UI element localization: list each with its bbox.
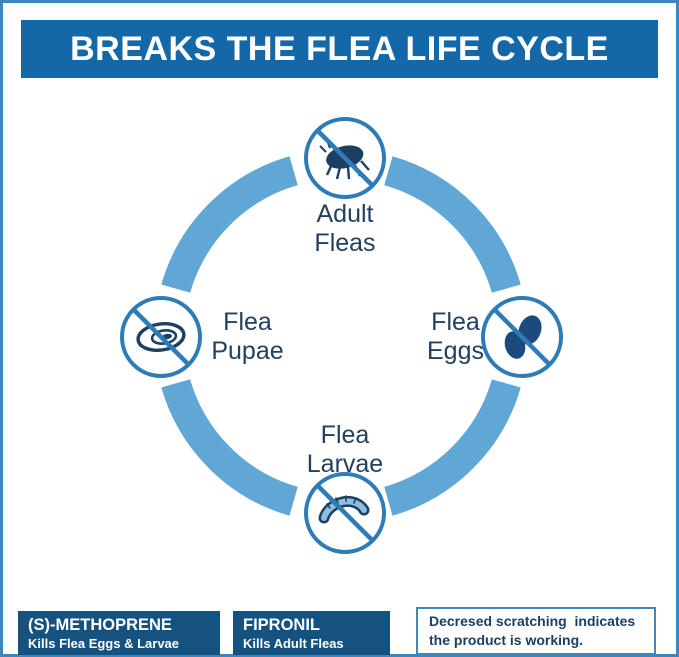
fipronil-subtitle: Kills Adult Fleas (243, 635, 344, 651)
label-flea-pupae: Flea Pupae (211, 308, 284, 365)
cycle-arcs (161, 156, 521, 516)
prohibition-slash (132, 308, 190, 366)
label-flea-eggs: Flea Eggs (427, 308, 484, 365)
methoprene-subtitle: Kills Flea Eggs & Larvae (28, 635, 180, 651)
flea-adult-prohibited-icon (304, 117, 386, 199)
prohibition-slash (493, 308, 551, 366)
fipronil-title: FIPRONIL (243, 615, 320, 634)
fipronil-info-box: FIPRONIL Kills Adult Fleas (233, 611, 390, 655)
methoprene-title: (S)-METHOPRENE (28, 615, 172, 634)
label-flea-larvae: Flea Larvae (306, 421, 384, 478)
methoprene-info-box: (S)-METHOPRENE Kills Flea Eggs & Larvae (18, 611, 220, 655)
scratching-note-box: Decresed scratching indicates the produc… (416, 607, 656, 655)
prohibition-slash (316, 484, 374, 542)
scratching-note-text: Decresed scratching indicates the produc… (429, 613, 636, 648)
prohibition-slash (316, 129, 374, 187)
cycle-arc-bottom-left (161, 378, 299, 516)
flea-eggs-prohibited-icon (481, 296, 563, 378)
flea-larva-prohibited-icon (304, 472, 386, 554)
header-banner: BREAKS THE FLEA LIFE CYCLE (21, 20, 658, 78)
flea-larva-glyph (318, 495, 370, 524)
cycle-arc-bottom-right (383, 378, 521, 516)
label-adult-fleas: Adult Fleas (314, 200, 376, 257)
flea-pupa-prohibited-icon (120, 296, 202, 378)
page-title: BREAKS THE FLEA LIFE CYCLE (70, 29, 609, 68)
cycle-arc-top-right (383, 156, 521, 294)
cycle-arc-top-left (161, 156, 299, 294)
